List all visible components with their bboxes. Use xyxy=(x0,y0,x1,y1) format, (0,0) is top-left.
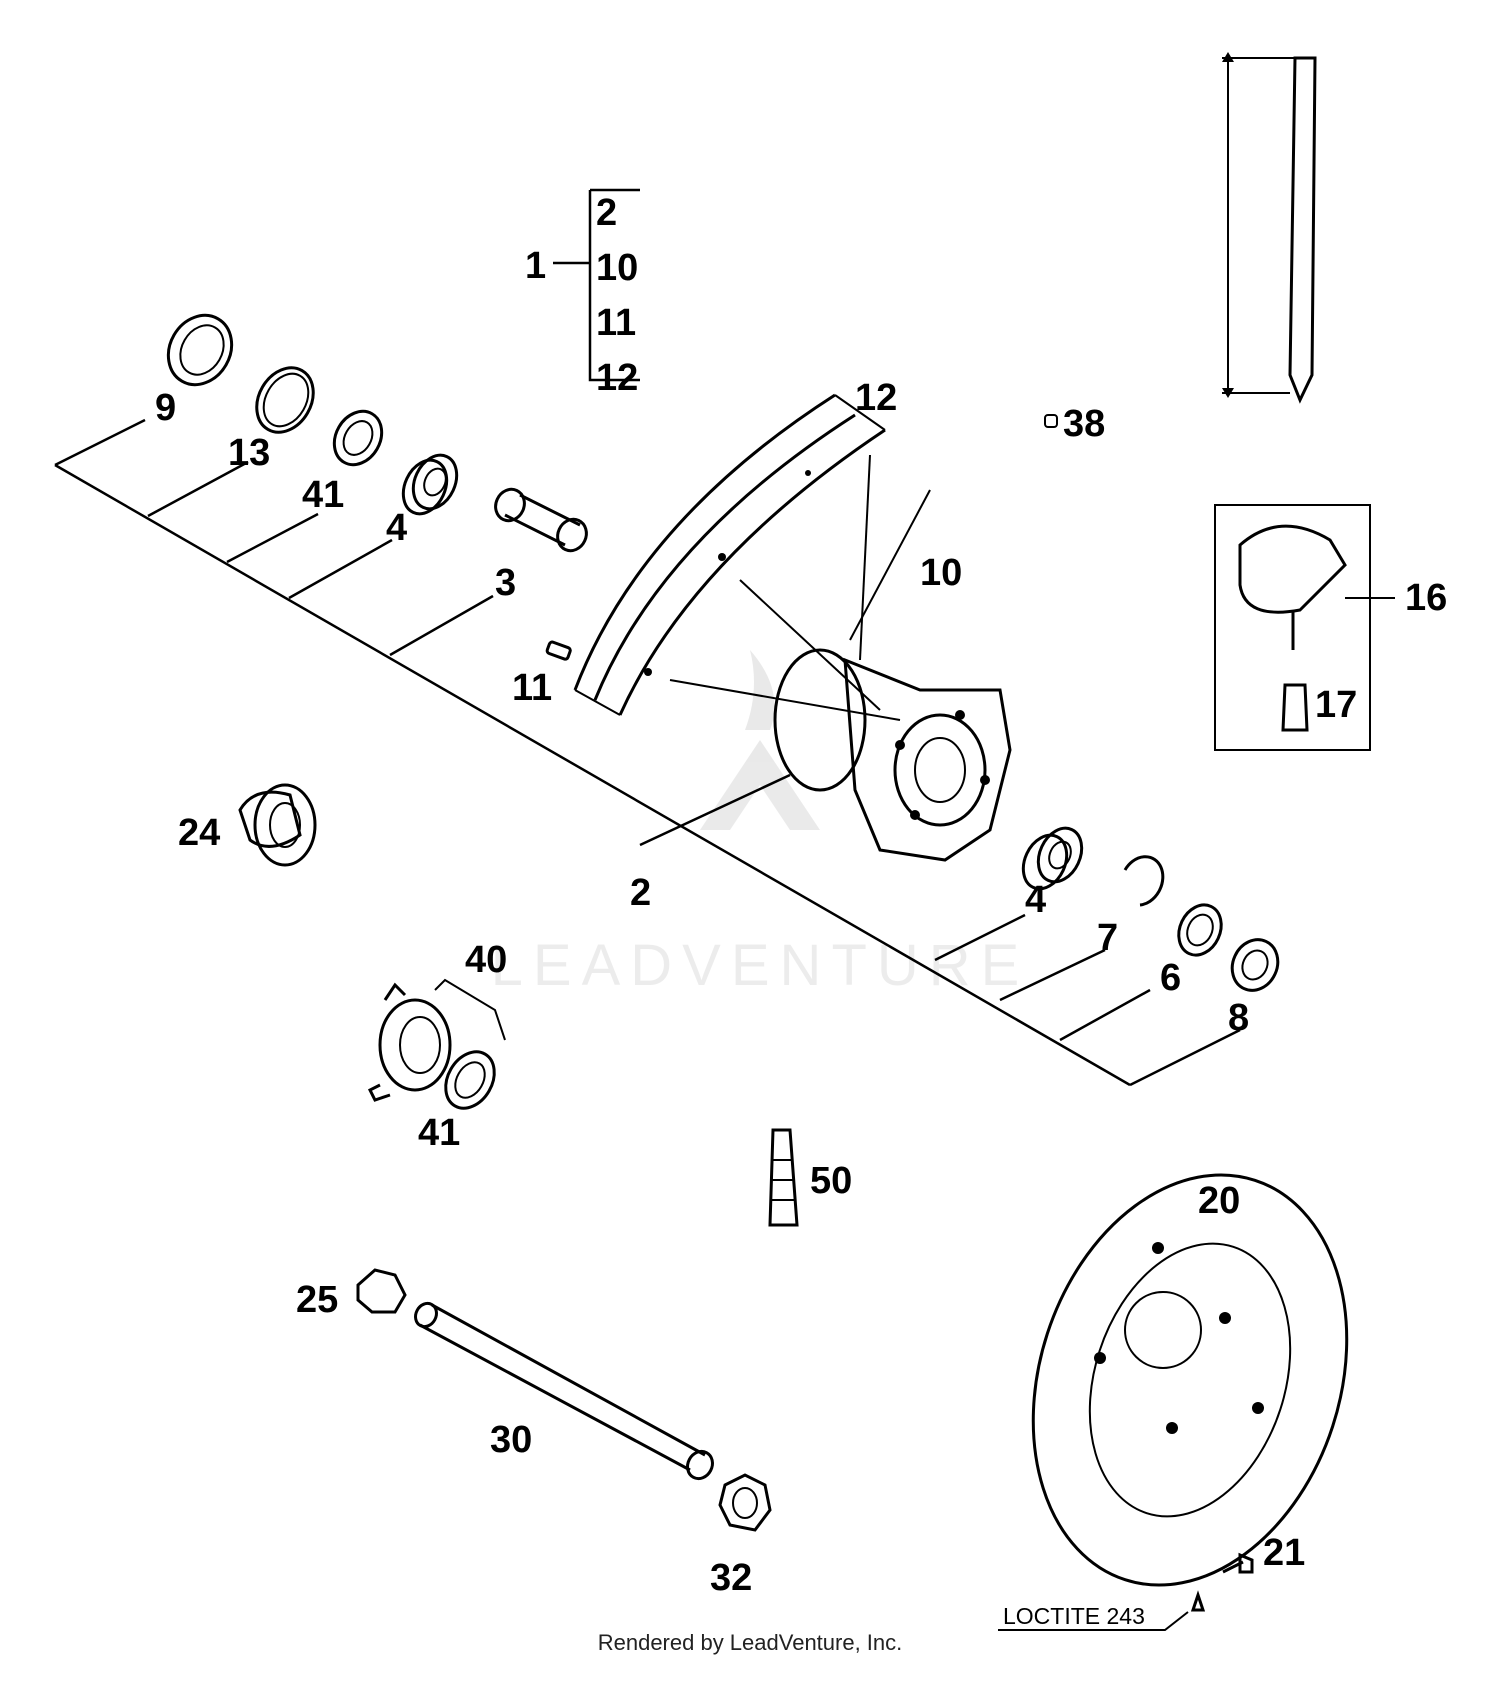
seal-part xyxy=(1177,903,1223,957)
bracket-child-label: 10 xyxy=(596,247,638,289)
group-bracket: 1 2 10 11 12 xyxy=(525,188,640,399)
callout-label: 50 xyxy=(810,1160,852,1202)
callout-label: 9 xyxy=(155,387,176,429)
watermark-text: LEADVENTURE xyxy=(491,933,1030,998)
watermark-logo xyxy=(700,650,820,830)
callout-label: 32 xyxy=(710,1557,752,1599)
brake-disc-part xyxy=(1031,1173,1349,1587)
plug-part xyxy=(1044,414,1058,428)
callout-label: 7 xyxy=(1097,917,1118,959)
spacer-sleeve-part xyxy=(494,487,588,553)
valve-cap-part xyxy=(768,1128,799,1227)
callout-label: 6 xyxy=(1160,957,1181,999)
spacer-part xyxy=(1230,938,1280,992)
disc-bolt-part xyxy=(1190,1552,1254,1612)
callout-label: 16 xyxy=(1405,577,1447,619)
callout-label: 40 xyxy=(465,939,507,981)
callout-label: 21 xyxy=(1263,1532,1305,1574)
bracket-child-label: 2 xyxy=(596,192,617,234)
callout-label: 10 xyxy=(920,552,962,594)
rim-part xyxy=(573,393,886,716)
bearing-part xyxy=(401,453,459,516)
callout-label: 8 xyxy=(1228,997,1249,1039)
bracket-parent-label: 1 xyxy=(525,245,546,287)
loctite-note: LOCTITE 243 xyxy=(998,1603,1189,1631)
callout-label: 13 xyxy=(228,432,270,474)
bearing-part xyxy=(1021,826,1084,891)
inner-tube-box xyxy=(1214,504,1395,751)
axle-part xyxy=(414,1301,714,1481)
hub-part xyxy=(773,648,1012,862)
axle-nut-part xyxy=(356,1268,407,1314)
callout-label: 2 xyxy=(630,872,651,914)
circlip-part xyxy=(444,1050,496,1110)
callout-label: 20 xyxy=(1198,1180,1240,1222)
bracket-child-label: 12 xyxy=(596,357,638,399)
callout-label: 25 xyxy=(296,1279,338,1321)
callout-label: 30 xyxy=(490,1419,532,1461)
seal-ring-part xyxy=(166,313,234,387)
callout-label: 17 xyxy=(1315,684,1357,726)
callout-label: 3 xyxy=(495,562,516,604)
callout-label: 12 xyxy=(855,377,897,419)
callout-label: 11 xyxy=(512,667,552,709)
bracket-child-label: 11 xyxy=(596,302,636,344)
leader-lines xyxy=(54,418,1241,1087)
speedo-drive-part xyxy=(367,978,506,1102)
axle-nut-part xyxy=(718,1473,772,1532)
footer-credit: Rendered by LeadVenture, Inc. xyxy=(597,1630,903,1655)
spoke-wrench-part xyxy=(1222,52,1317,404)
callout-label: 38 xyxy=(1063,403,1105,445)
circlip-part xyxy=(332,409,384,467)
callout-label: 41 xyxy=(302,474,344,516)
spokes-part xyxy=(669,454,931,721)
circlip-part xyxy=(1123,855,1165,907)
callout-label: 24 xyxy=(178,812,220,854)
flanged-bushing-part xyxy=(238,783,317,867)
thin-ring-part xyxy=(255,366,315,434)
spoke-nipple-part xyxy=(545,640,572,661)
loctite-note-text: LOCTITE 243 xyxy=(1003,1603,1145,1629)
callout-label: 41 xyxy=(418,1112,460,1154)
callout-label: 4 xyxy=(386,507,407,549)
callout-label: 4 xyxy=(1025,879,1046,921)
